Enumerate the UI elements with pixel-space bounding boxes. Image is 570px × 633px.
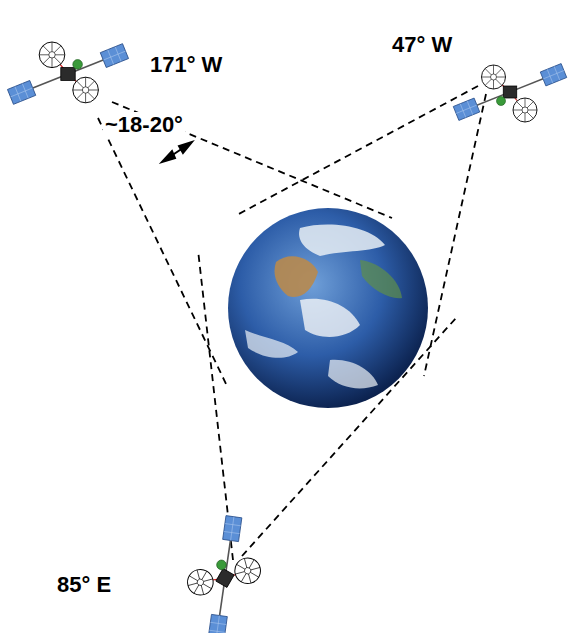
- angle-arrow: [162, 142, 192, 162]
- earth: [228, 208, 428, 408]
- angle-label: ~18-20°: [103, 112, 185, 137]
- coverage-line: [98, 86, 486, 560]
- longitude-label: 47° W: [392, 32, 452, 57]
- satellite: [167, 510, 281, 633]
- satellite: [453, 64, 566, 122]
- longitude-label: 85° E: [57, 572, 111, 597]
- satellite: [7, 42, 128, 104]
- longitude-label: 171° W: [150, 52, 222, 77]
